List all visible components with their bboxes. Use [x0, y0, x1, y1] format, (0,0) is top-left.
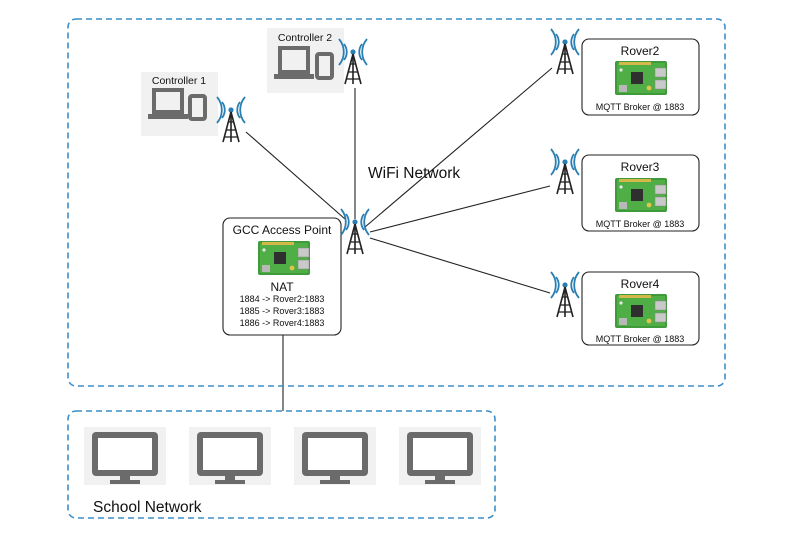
school-computer [189, 427, 271, 485]
rover4-name: Rover4 [621, 277, 660, 291]
access-point-title: GCC Access Point [233, 223, 332, 237]
rover3: Rover3 MQTT Broker @ 1883 [581, 154, 700, 232]
controller-1: Controller 1 [141, 72, 218, 136]
nat-rule: 1886 -> Rover4:1883 [240, 318, 325, 328]
nat-rule: 1885 -> Rover3:1883 [240, 306, 325, 316]
link-ap-rover2 [364, 67, 553, 228]
raspberry-pi-board-icon [614, 293, 668, 329]
connection-lines [245, 67, 553, 411]
rover3-antenna-icon [550, 148, 580, 195]
rover2: Rover2 MQTT Broker @ 1883 [581, 38, 700, 116]
rover4-antenna-icon [550, 271, 580, 318]
rover3-name: Rover3 [621, 160, 660, 174]
link-ap-rover4 [369, 237, 551, 294]
rover4-broker: MQTT Broker @ 1883 [596, 334, 685, 344]
school-network-boundary [67, 410, 496, 519]
school-computer [399, 427, 481, 485]
rover3-broker: MQTT Broker @ 1883 [596, 219, 685, 229]
controller-1-label: Controller 1 [152, 75, 206, 87]
controller-2: Controller 2 [267, 28, 344, 93]
rover2-antenna-icon [550, 28, 580, 75]
wifi-network-label: WiFi Network [368, 165, 460, 182]
raspberry-pi-board-icon [257, 240, 311, 276]
rover2-broker: MQTT Broker @ 1883 [596, 102, 685, 112]
laptop-phone-icon [148, 88, 207, 121]
link-ap-rover3 [369, 185, 551, 233]
access-point: GCC Access Point NAT 1884 -> Rover2:1883… [222, 217, 342, 336]
link-controller1-ap [245, 131, 346, 220]
nat-rule: 1884 -> Rover2:1883 [240, 294, 325, 304]
school-computer [84, 427, 166, 485]
school-network-label: School Network [93, 499, 202, 516]
nat-label: NAT [270, 280, 294, 294]
rover2-name: Rover2 [621, 44, 660, 58]
wifi-network-boundary [67, 18, 726, 387]
controller-2-label: Controller 2 [278, 32, 332, 44]
rover4: Rover4 MQTT Broker @ 1883 [581, 271, 700, 346]
raspberry-pi-board-icon [614, 177, 668, 213]
raspberry-pi-board-icon [614, 60, 668, 96]
laptop-phone-icon [274, 46, 334, 80]
controller-1-antenna-icon [216, 96, 246, 143]
school-computer [294, 427, 376, 485]
